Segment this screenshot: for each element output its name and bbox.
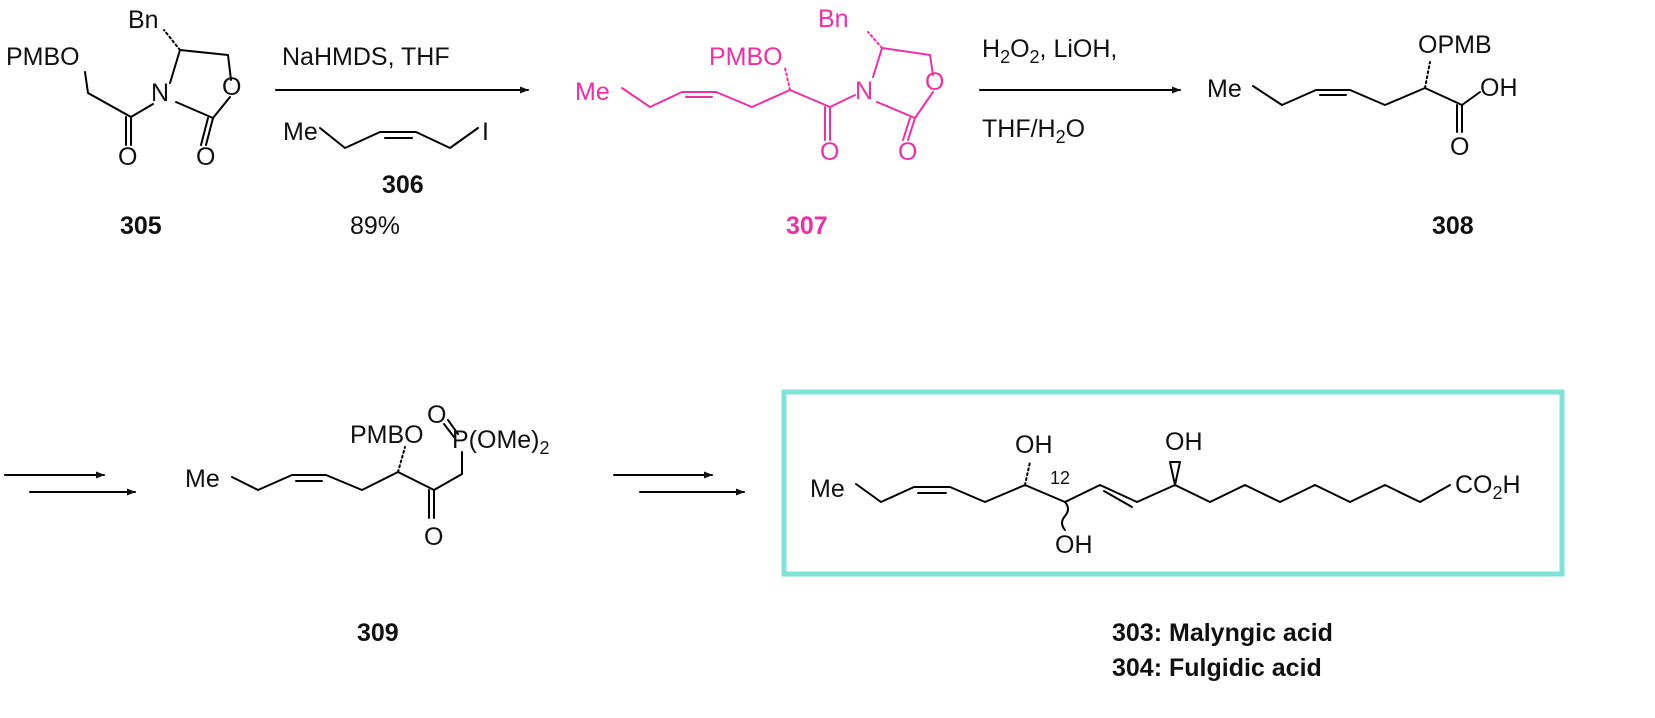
compound-number: 304 (1112, 654, 1154, 682)
target-box (781, 389, 1565, 577)
carbonyl-oxygen-label: O (820, 138, 839, 166)
hydroxyl-label: OH (1055, 531, 1093, 559)
pmbo-label: PMBO (709, 43, 783, 71)
carboxylic-acid-text: CO (1455, 471, 1493, 499)
iodine-label: I (482, 118, 489, 146)
reagent-text-line-2: THF/H2O (982, 115, 1085, 147)
subscript: 2 (1000, 47, 1010, 67)
multi-step-arrows-right (613, 471, 745, 496)
reagent-text: NaHMDS, THF (282, 43, 450, 71)
yield-text: 89% (350, 212, 400, 240)
pmbo-label: PMBO (350, 421, 424, 449)
name-separator: : (1154, 619, 1169, 647)
reagent-part: O (1010, 35, 1029, 63)
reagent-part: , LiOH, (1040, 35, 1118, 63)
compound-307: Me PMBO Bn N O O O 307 (575, 5, 944, 240)
hydroxyl-label: OH (1480, 74, 1518, 102)
methyl-label: Me (1207, 75, 1242, 103)
carbonyl-oxygen-label: O (1450, 133, 1469, 161)
methyl-label: Me (575, 78, 610, 106)
reaction-step-1: NaHMDS, THF Me I 306 89% (275, 43, 529, 240)
subscript: 2 (1493, 483, 1503, 503)
nitrogen-label: N (855, 77, 873, 105)
compound-name-303: 303: Malyngic acid (1112, 619, 1333, 647)
compound-number: 303 (1112, 619, 1154, 647)
hydroxyl-label: OH (1015, 431, 1053, 459)
reagent-part: THF/H (982, 115, 1056, 143)
compound-303-304: Me OH OH OH 12 CO2H 303: Malyngic acid 3… (810, 428, 1521, 682)
nitrogen-label: N (151, 79, 169, 107)
reagent-part: H (982, 35, 1000, 63)
methyl-label: Me (283, 118, 318, 146)
carbonyl-oxygen-label: O (898, 138, 917, 166)
pmbo-label: PMBO (6, 43, 80, 71)
compound-number: 305 (120, 212, 162, 240)
subscript: 2 (540, 438, 550, 458)
reagent-text-line-1: H2O2, LiOH, (982, 35, 1117, 67)
compound-name: Malyngic acid (1169, 619, 1333, 647)
subscript: 2 (1030, 47, 1040, 67)
carbonyl-oxygen-label: O (196, 143, 215, 171)
methyl-label: Me (810, 475, 845, 503)
phosphonate-text: P(OMe) (452, 426, 540, 454)
compound-305: PMBO Bn N O O O 305 (6, 6, 241, 240)
locant-label: 12 (1050, 468, 1070, 488)
compound-309: Me PMBO O P(OMe)2 O 309 (185, 401, 550, 647)
bn-label: Bn (818, 5, 849, 33)
compound-number: 307 (786, 212, 828, 240)
compound-name: Fulgidic acid (1169, 654, 1322, 682)
reaction-step-2: H2O2, LiOH, THF/H2O (979, 35, 1181, 147)
bn-label: Bn (128, 6, 159, 34)
multi-step-arrows-left (4, 471, 136, 496)
carboxylic-acid-label: CO2H (1455, 471, 1521, 503)
reagent-part: O (1066, 115, 1085, 143)
hydroxyl-label: OH (1165, 428, 1203, 456)
ring-oxygen-label: O (222, 73, 241, 101)
compound-number: 309 (357, 619, 399, 647)
carbonyl-oxygen-label: O (424, 523, 443, 551)
subscript: 2 (1056, 127, 1066, 147)
compound-number: 306 (382, 171, 424, 199)
phosphonate-label: P(OMe)2 (452, 426, 550, 458)
phosphoryl-oxygen-label: O (427, 401, 446, 429)
compound-number: 308 (1432, 212, 1474, 240)
methyl-label: Me (185, 465, 220, 493)
carbonyl-oxygen-label: O (118, 143, 137, 171)
carboxylic-acid-text: H (1503, 471, 1521, 499)
compound-308: Me OPMB OH O 308 (1207, 31, 1518, 240)
compound-306: Me I 306 (283, 118, 489, 199)
compound-name-304: 304: Fulgidic acid (1112, 654, 1322, 682)
name-separator: : (1154, 654, 1169, 682)
ring-oxygen-label: O (925, 68, 944, 96)
opmb-label: OPMB (1418, 31, 1492, 59)
